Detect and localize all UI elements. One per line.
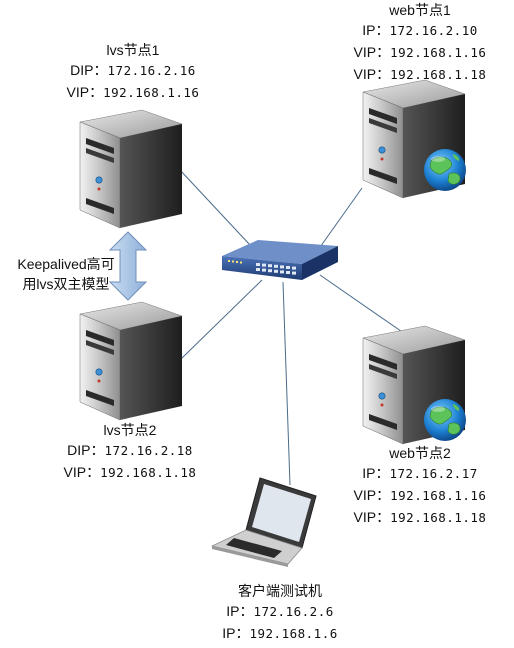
link-lvs2-switch xyxy=(181,279,263,359)
lvs2-vip-value: 192.168.1.18 xyxy=(100,465,197,480)
network-links xyxy=(179,169,409,486)
lvs2-dip-key: DIP： xyxy=(67,442,105,458)
client-ip2-value: 192.168.1.6 xyxy=(249,626,338,641)
ha-label-line1: Keepalived高可 xyxy=(17,256,115,272)
web1-vip1-value: 192.168.1.16 xyxy=(390,45,487,60)
web2-label: web节点2 IP：172.16.2.17 VIP：192.168.1.16 V… xyxy=(345,443,495,529)
lvs2-label: lvs节点2 DIP：172.16.2.18 VIP：192.168.1.18 xyxy=(55,420,205,484)
web1-ip-value: 172.16.2.10 xyxy=(389,23,478,38)
web2-ip-key: IP： xyxy=(362,465,390,481)
web1-vip2-key: VIP： xyxy=(353,66,391,82)
lvs2-title: lvs节点2 xyxy=(103,422,157,438)
lvs2-dip-value: 172.16.2.18 xyxy=(104,443,193,458)
lvs2-server-icon xyxy=(79,301,183,421)
failover-double-arrow-icon xyxy=(108,231,148,301)
link-client-switch xyxy=(282,281,291,486)
client-title: 客户端测试机 xyxy=(238,583,322,599)
lvs1-label: lvs节点1 DIP：172.16.2.16 VIP：192.168.1.16 xyxy=(58,40,208,104)
web2-vip1-value: 192.168.1.16 xyxy=(390,488,487,503)
web2-ip-value: 172.16.2.17 xyxy=(389,466,478,481)
lvs2-vip-key: VIP： xyxy=(63,464,101,480)
network-switch-icon xyxy=(222,240,338,280)
web2-globe-icon xyxy=(423,398,467,442)
web2-vip2-key: VIP： xyxy=(353,509,391,525)
lvs1-vip-key: VIP： xyxy=(66,84,104,100)
client-ip2-key: IP： xyxy=(222,625,250,641)
lvs1-dip-value: 172.16.2.16 xyxy=(107,63,196,78)
link-web1-switch xyxy=(317,187,363,251)
web1-ip-key: IP： xyxy=(362,22,390,38)
lvs1-dip-key: DIP： xyxy=(70,62,108,78)
lvs1-title: lvs节点1 xyxy=(106,42,160,58)
web1-vip2-value: 192.168.1.18 xyxy=(390,67,487,82)
lvs1-vip-value: 192.168.1.16 xyxy=(103,85,200,100)
client-label: 客户端测试机 IP：172.16.2.6 IP：192.168.1.6 xyxy=(205,581,355,645)
web2-title: web节点2 xyxy=(389,445,451,461)
web1-vip1-key: VIP： xyxy=(353,44,391,60)
web2-vip2-value: 192.168.1.18 xyxy=(390,510,487,525)
lvs1-server-icon xyxy=(79,109,183,229)
ha-label-line2: 用lvs双主模型 xyxy=(22,276,110,292)
web1-title: web节点1 xyxy=(389,2,451,18)
client-ip1-value: 172.16.2.6 xyxy=(253,604,334,619)
web1-label: web节点1 IP：172.16.2.10 VIP：192.168.1.16 V… xyxy=(345,0,495,86)
link-lvs1-switch xyxy=(179,169,251,246)
web1-globe-icon xyxy=(423,148,467,192)
laptop-icon xyxy=(210,477,317,567)
link-web2-switch xyxy=(319,274,409,337)
ha-label: Keepalived高可 用lvs双主模型 xyxy=(4,254,128,294)
client-ip1-key: IP： xyxy=(226,603,254,619)
web2-vip1-key: VIP： xyxy=(353,487,391,503)
